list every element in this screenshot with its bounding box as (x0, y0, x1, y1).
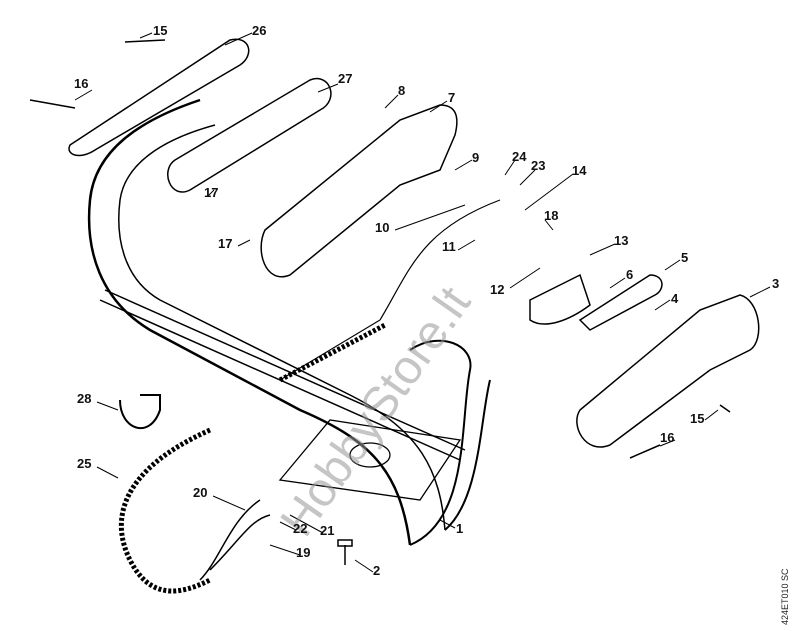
part-label-5: 5 (681, 250, 689, 265)
part-label-16: 16 (74, 76, 89, 91)
protective-hose-25 (118, 427, 212, 594)
mounting-bracket (278, 419, 462, 501)
part-label-27: 27 (338, 71, 353, 86)
handlebar-right-arm (409, 339, 491, 546)
part-label-24: 24 (512, 149, 527, 164)
part-label-7: 7 (448, 90, 456, 105)
screw-2 (337, 539, 353, 565)
part-label-26: 26 (252, 23, 267, 38)
part-label-17: 17 (204, 185, 219, 200)
wires (199, 499, 271, 581)
part-label-18: 18 (544, 208, 559, 223)
part-label-14: 14 (572, 163, 587, 178)
part-label-20: 20 (193, 485, 208, 500)
grip-27 (167, 77, 332, 193)
part-label-1: 1 (456, 521, 464, 536)
part-label-12: 12 (490, 282, 505, 297)
part-label-22: 22 (293, 521, 308, 536)
part-label-6: 6 (626, 267, 634, 282)
part-label-2: 2 (373, 563, 381, 578)
part-label-23: 23 (531, 158, 546, 173)
screw-15a (124, 39, 166, 43)
grip-26 (68, 38, 250, 157)
throttle-trigger-13 (529, 273, 591, 325)
clamp-28 (119, 394, 161, 430)
part-label-21: 21 (320, 523, 335, 538)
screw-15b (719, 404, 731, 413)
handlebar-tube-inner (118, 124, 446, 531)
part-label-25: 25 (77, 456, 92, 471)
part-label-15b: 15 (690, 411, 705, 426)
part-label-17b: 17 (218, 236, 233, 251)
part-label-9: 9 (472, 150, 480, 165)
reference-code: 424ET010 SC (780, 568, 790, 625)
part-label-10: 10 (375, 220, 390, 235)
screw-16b (629, 444, 661, 459)
part-label-4: 4 (671, 291, 679, 306)
handlebar-tube (87, 98, 412, 546)
lever-5 (578, 274, 663, 331)
part-label-15: 15 (153, 23, 168, 38)
part-label-3: 3 (772, 276, 780, 291)
control-handle-3 (576, 294, 760, 448)
part-label-13: 13 (614, 233, 629, 248)
throttle-cable (279, 199, 501, 381)
part-label-16b: 16 (660, 430, 675, 445)
control-handle-7 (260, 104, 458, 278)
part-label-28: 28 (77, 391, 92, 406)
part-label-11: 11 (442, 239, 456, 254)
part-label-19: 19 (296, 545, 311, 560)
part-label-8: 8 (398, 83, 406, 98)
screw-16a (29, 99, 76, 109)
